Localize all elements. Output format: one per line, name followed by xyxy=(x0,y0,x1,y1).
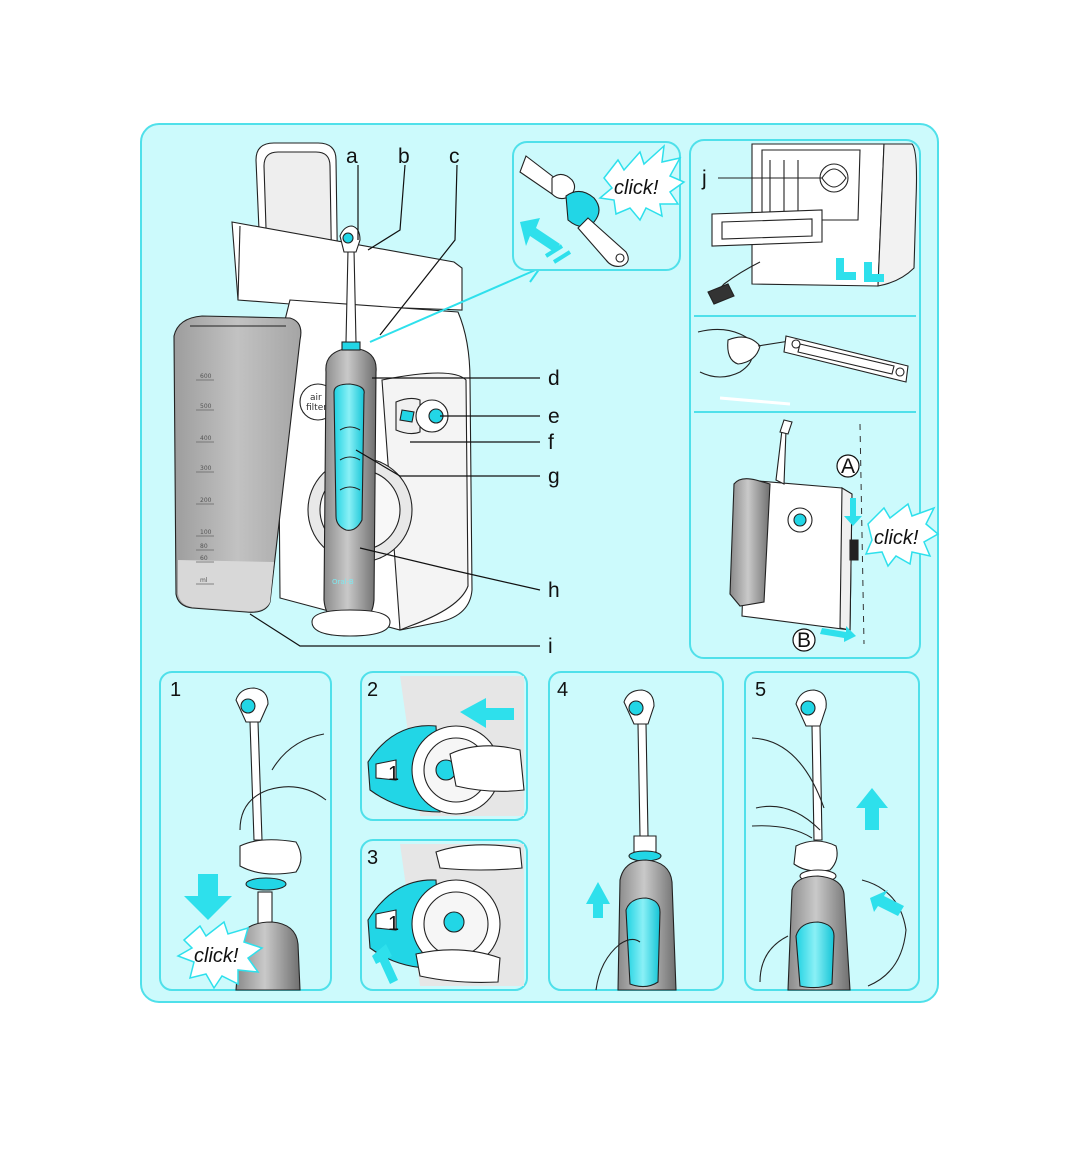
callout-d: d xyxy=(548,367,560,390)
brand-mark: Oral-B xyxy=(332,578,354,586)
step-2-badge: 1 xyxy=(388,763,399,785)
filter-removal-section xyxy=(697,328,909,406)
back-view-section: j xyxy=(701,143,918,305)
step-5-panel: 5 xyxy=(744,671,920,991)
tank-tick-label: 400 xyxy=(200,435,212,442)
step-4-panel: 4 xyxy=(548,671,724,991)
callout-i: i xyxy=(548,635,553,658)
wall-mount-section: A B click! xyxy=(729,419,940,652)
callout-g: g xyxy=(548,465,560,488)
click-label-zoom: click! xyxy=(614,177,659,199)
marker-a: A xyxy=(841,455,855,478)
step-2-panel: 2 1 xyxy=(360,671,528,821)
callout-c: c xyxy=(449,145,460,168)
click-burst-zoom xyxy=(598,144,686,222)
step-3-panel: 3 1 xyxy=(360,839,528,991)
callout-j: j xyxy=(701,167,707,190)
step-1-panel: 1 click! xyxy=(159,671,332,991)
main-station-illustration: air filter 600 500 400 300 200 100 80 60 ml Oral… xyxy=(173,142,542,637)
tank-tick-label: 100 xyxy=(200,529,212,536)
click-label-step1: click! xyxy=(194,945,239,967)
tank-tick-label: 600 xyxy=(200,373,212,380)
tank-tick-label: 500 xyxy=(200,403,212,410)
nozzle-zoom-inset: click! xyxy=(512,141,686,271)
right-column-panel: j A xyxy=(689,139,940,659)
tank-tick-label: 300 xyxy=(200,465,212,472)
tank-tick-label: 80 xyxy=(200,543,208,550)
tank-tick-label: 60 xyxy=(200,555,208,562)
callout-e: e xyxy=(548,405,560,428)
step-3-badge: 1 xyxy=(388,913,399,935)
step-4-number: 4 xyxy=(557,679,568,701)
callout-a: a xyxy=(346,145,358,168)
callout-f: f xyxy=(548,431,554,454)
click-burst-mount xyxy=(864,502,940,568)
water-tank: 600 500 400 300 200 100 80 60 ml xyxy=(173,315,302,613)
step-2-number: 2 xyxy=(367,679,378,701)
tank-tick-label: 200 xyxy=(200,497,212,504)
callout-b: b xyxy=(398,145,410,168)
step-1-number: 1 xyxy=(170,679,181,701)
tank-tick-label: ml xyxy=(200,577,208,584)
air-filter-badge-line1: air xyxy=(310,393,322,403)
step-3-number: 3 xyxy=(367,847,378,869)
air-filter-badge-line2: filter xyxy=(306,403,327,413)
click-label-mount: click! xyxy=(874,527,919,549)
marker-b: B xyxy=(797,629,811,652)
step-5-number: 5 xyxy=(755,679,766,701)
control-knob xyxy=(395,397,449,435)
handpiece: Oral-B xyxy=(323,225,377,627)
callout-h: h xyxy=(548,579,560,602)
click-burst-step1 xyxy=(176,920,264,990)
